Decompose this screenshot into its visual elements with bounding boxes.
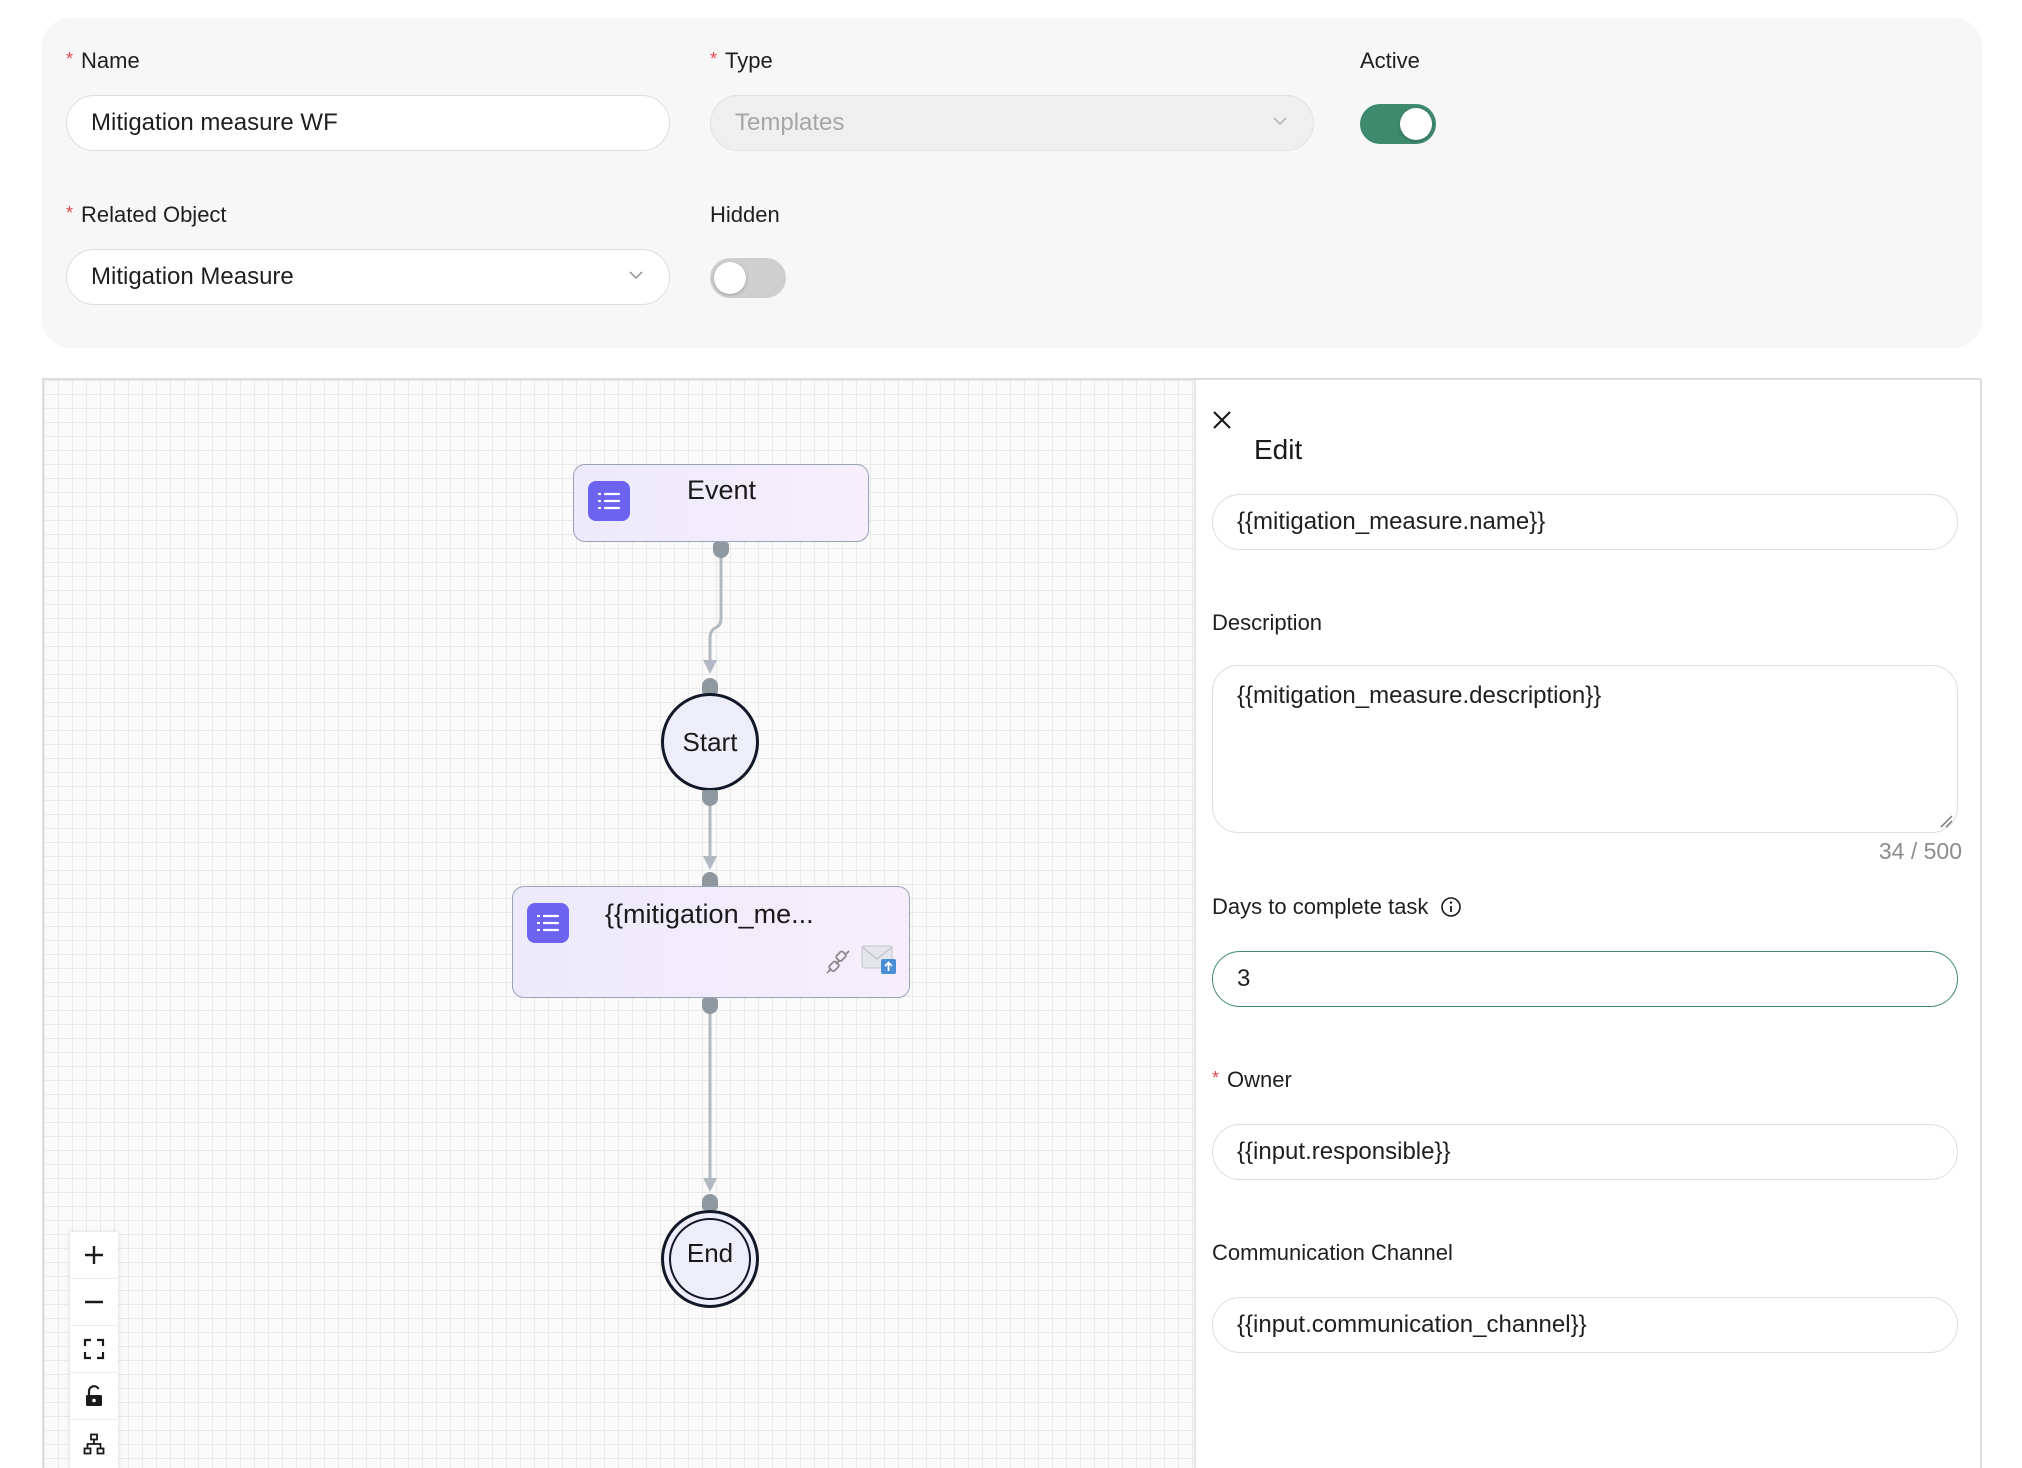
workflow-workspace: Event Start {{mitigation_me... bbox=[42, 378, 1982, 1468]
toggle-knob bbox=[714, 262, 746, 294]
task-node[interactable]: {{mitigation_me... bbox=[512, 886, 910, 998]
required-marker: * bbox=[66, 203, 73, 223]
event-node-title: Event bbox=[687, 475, 756, 506]
close-icon[interactable] bbox=[1211, 409, 1233, 431]
related-object-select[interactable]: Mitigation Measure bbox=[66, 249, 670, 305]
channel-input[interactable]: {{input.communication_channel}} bbox=[1212, 1297, 1958, 1353]
days-value: 3 bbox=[1237, 965, 1250, 993]
description-label: Description bbox=[1212, 610, 1322, 636]
list-icon bbox=[588, 481, 630, 521]
edit-panel: Edit {{mitigation_measure.name}} Descrip… bbox=[1196, 380, 1982, 1468]
chevron-down-icon bbox=[1273, 114, 1287, 128]
active-toggle[interactable] bbox=[1360, 104, 1436, 144]
fit-view-button[interactable] bbox=[70, 1326, 118, 1373]
related-object-label: *Related Object bbox=[66, 202, 227, 228]
auto-layout-button[interactable] bbox=[70, 1420, 118, 1467]
flow-canvas[interactable]: Event Start {{mitigation_me... bbox=[44, 380, 1196, 1468]
node-handle[interactable] bbox=[702, 678, 718, 694]
active-label: Active bbox=[1360, 48, 1420, 74]
end-node[interactable]: End bbox=[661, 1210, 759, 1308]
unlock-icon bbox=[83, 1385, 105, 1407]
days-input[interactable]: 3 bbox=[1212, 951, 1958, 1007]
node-handle[interactable] bbox=[702, 1194, 718, 1210]
event-node[interactable]: Event bbox=[573, 464, 869, 542]
hidden-toggle[interactable] bbox=[710, 258, 786, 298]
node-handle[interactable] bbox=[702, 998, 718, 1014]
zoom-in-button[interactable] bbox=[70, 1232, 118, 1279]
task-node-title: {{mitigation_me... bbox=[605, 899, 814, 930]
chevron-down-icon bbox=[629, 268, 643, 282]
start-node-title: Start bbox=[683, 727, 738, 758]
workflow-form: *Name Mitigation measure WF *Type Templa… bbox=[42, 18, 1982, 348]
email-icon bbox=[861, 943, 897, 975]
name-input-value: Mitigation measure WF bbox=[91, 109, 338, 137]
node-name-input[interactable]: {{mitigation_measure.name}} bbox=[1212, 494, 1958, 550]
node-name-value: {{mitigation_measure.name}} bbox=[1237, 508, 1545, 536]
fit-view-icon bbox=[83, 1338, 105, 1360]
type-label: *Type bbox=[710, 48, 773, 74]
description-textarea[interactable]: {{mitigation_measure.description}} bbox=[1212, 665, 1958, 833]
arrowhead-icon bbox=[703, 1178, 717, 1192]
description-value: {{mitigation_measure.description}} bbox=[1237, 682, 1601, 709]
owner-value: {{input.responsible}} bbox=[1237, 1138, 1451, 1166]
node-handle[interactable] bbox=[702, 790, 718, 806]
owner-label: *Owner bbox=[1212, 1067, 1292, 1093]
toggle-knob bbox=[1400, 108, 1432, 140]
name-label: *Name bbox=[66, 48, 140, 74]
channel-value: {{input.communication_channel}} bbox=[1237, 1311, 1587, 1339]
channel-label: Communication Channel bbox=[1212, 1240, 1453, 1266]
edge-event-start bbox=[710, 552, 721, 662]
hidden-label: Hidden bbox=[710, 202, 780, 228]
end-node-title: End bbox=[687, 1238, 733, 1269]
required-marker: * bbox=[66, 49, 73, 69]
info-icon[interactable] bbox=[1440, 896, 1462, 918]
node-handle[interactable] bbox=[713, 542, 729, 558]
name-input[interactable]: Mitigation measure WF bbox=[66, 95, 670, 151]
required-marker: * bbox=[710, 49, 717, 69]
start-node[interactable]: Start bbox=[661, 693, 759, 791]
panel-title: Edit bbox=[1254, 434, 1302, 466]
type-select[interactable]: Templates bbox=[710, 95, 1314, 151]
days-label: Days to complete task bbox=[1212, 894, 1462, 920]
required-marker: * bbox=[1212, 1068, 1219, 1088]
arrowhead-icon bbox=[703, 660, 717, 674]
owner-input[interactable]: {{input.responsible}} bbox=[1212, 1124, 1958, 1180]
link-icon bbox=[825, 949, 851, 975]
hierarchy-icon bbox=[83, 1433, 105, 1455]
plus-icon bbox=[83, 1244, 105, 1266]
minus-icon bbox=[83, 1291, 105, 1313]
zoom-out-button[interactable] bbox=[70, 1279, 118, 1326]
list-icon bbox=[527, 903, 569, 943]
arrowhead-icon bbox=[703, 856, 717, 870]
type-placeholder: Templates bbox=[735, 109, 844, 137]
resize-handle-icon[interactable] bbox=[1939, 814, 1953, 828]
canvas-controls bbox=[70, 1232, 118, 1468]
character-counter: 34 / 500 bbox=[1879, 838, 1962, 865]
lock-button[interactable] bbox=[70, 1373, 118, 1420]
related-object-value: Mitigation Measure bbox=[91, 263, 294, 291]
